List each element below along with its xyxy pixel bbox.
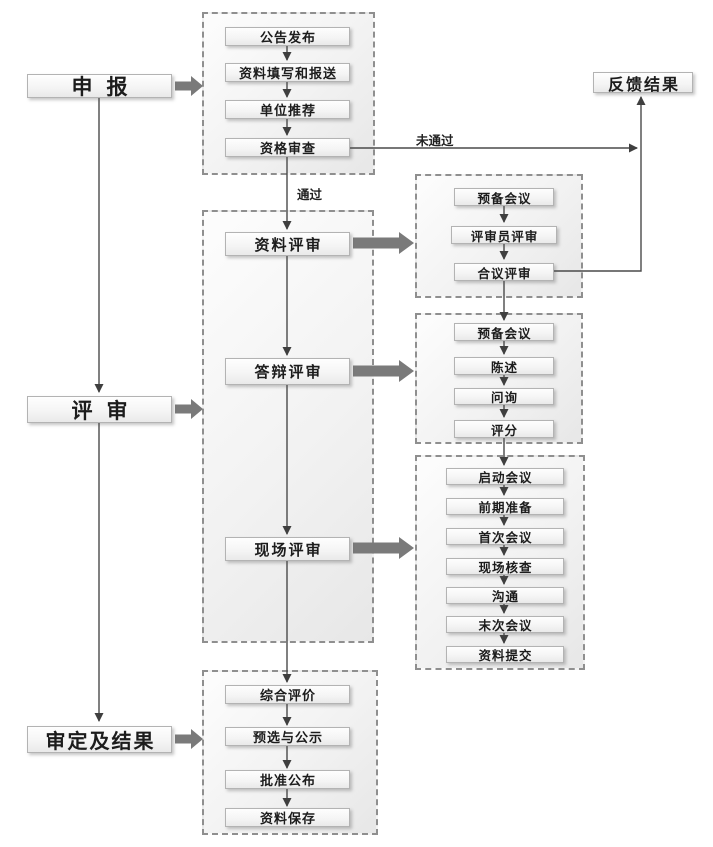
block-arrow-defense-detail: [353, 360, 414, 382]
step-site-review: 现场评审: [225, 537, 350, 561]
step-first-meeting: 首次会议: [446, 528, 564, 545]
step-kickoff-meeting: 启动会议: [446, 468, 564, 485]
step-inquiry: 问询: [454, 388, 554, 405]
edge-panel-to-feedback: [553, 96, 646, 272]
feedback-result-box: 反馈结果: [593, 72, 693, 94]
step-preselection-publicity: 预选与公示: [225, 727, 350, 746]
step-communication: 沟通: [446, 587, 564, 604]
edge-label-pass: 通过: [297, 188, 323, 202]
step-approval-announcement: 批准公布: [225, 770, 350, 789]
step-material-submission: 资料提交: [446, 646, 564, 663]
step-material-review: 资料评审: [225, 232, 350, 256]
step-material-fill-submit: 资料填写和报送: [225, 63, 350, 82]
block-arrow-application: [175, 76, 203, 96]
hub-final-results: 审定及结果: [27, 726, 172, 753]
hub-application: 申报: [27, 74, 172, 99]
step-comprehensive-evaluation: 综合评价: [225, 685, 350, 704]
hub-review: 评审: [27, 396, 172, 423]
step-preparation: 前期准备: [446, 498, 564, 515]
step-last-meeting: 末次会议: [446, 616, 564, 633]
block-arrow-site-detail: [353, 537, 414, 559]
step-defense-review: 答辩评审: [225, 358, 350, 385]
step-scoring: 评分: [454, 420, 554, 438]
step-statement: 陈述: [454, 357, 554, 375]
group-review-main: [202, 210, 374, 643]
step-unit-recommendation: 单位推荐: [225, 100, 350, 119]
block-arrow-final: [175, 729, 203, 749]
step-prep-meeting-2: 预备会议: [454, 323, 554, 341]
edge-label-fail: 未通过: [416, 134, 454, 148]
step-qualification-check: 资格审查: [225, 138, 350, 157]
step-reviewer-review: 评审员评审: [451, 226, 557, 244]
step-announcement-publish: 公告发布: [225, 27, 350, 46]
step-site-inspection: 现场核查: [446, 558, 564, 575]
step-panel-review: 合议评审: [454, 263, 554, 281]
step-prep-meeting: 预备会议: [454, 188, 554, 206]
block-arrow-material-detail: [353, 232, 414, 254]
block-arrow-review: [175, 399, 203, 419]
step-material-archive: 资料保存: [225, 808, 350, 827]
